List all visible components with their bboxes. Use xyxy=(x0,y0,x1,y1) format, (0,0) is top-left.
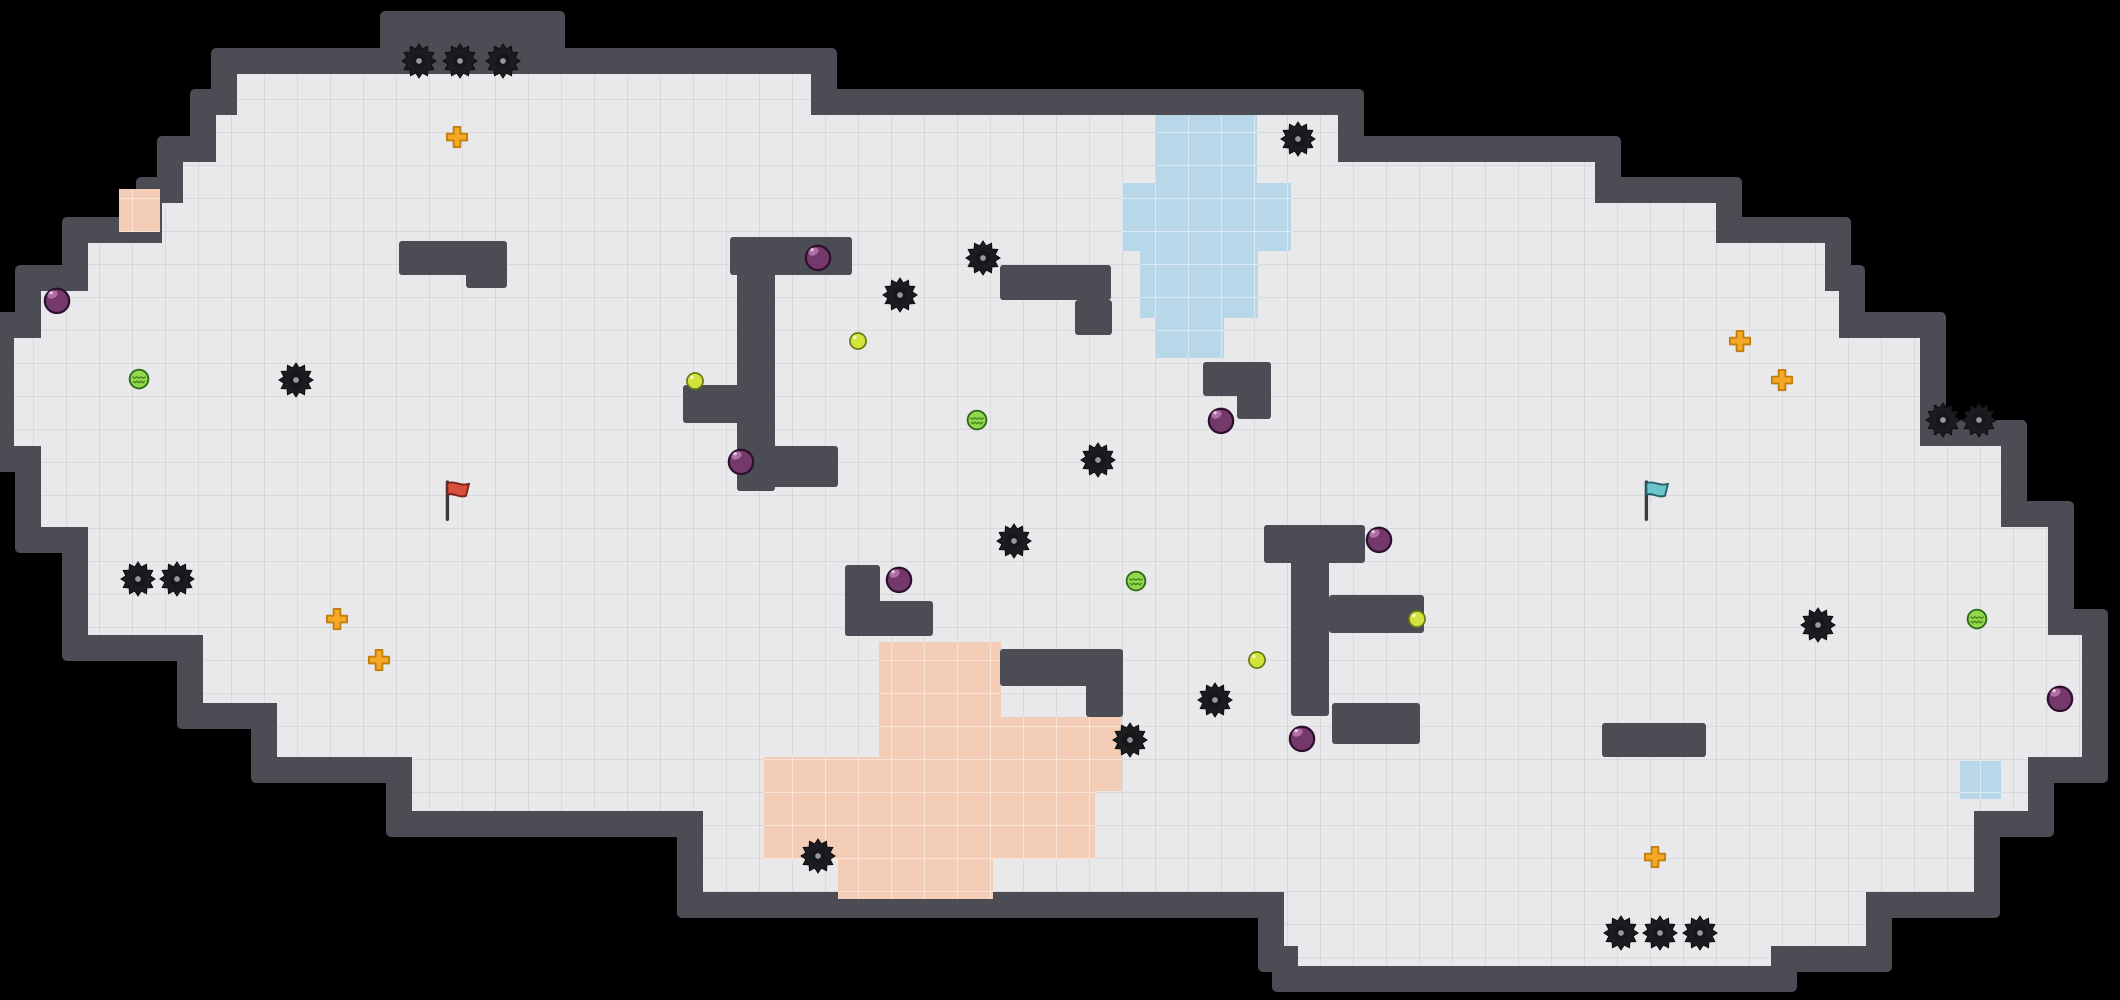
inner-wall xyxy=(1332,703,1420,744)
floor-tiles xyxy=(183,162,1595,203)
blue-tile-patch xyxy=(1960,761,2001,799)
inner-wall xyxy=(1329,595,1424,633)
floor-tiles xyxy=(88,527,2048,635)
floor-tiles xyxy=(88,243,1825,291)
inner-wall xyxy=(683,385,740,423)
peach-tile-patch xyxy=(879,642,1001,757)
inner-wall xyxy=(1291,554,1329,716)
inner-wall xyxy=(1237,362,1271,419)
floor-tiles xyxy=(1298,946,1771,966)
blue-tile-patch xyxy=(1156,115,1257,183)
inner-wall xyxy=(1602,723,1706,757)
floor-tiles xyxy=(162,203,1716,243)
floor-tiles xyxy=(237,74,811,115)
peach-tile-patch xyxy=(119,189,160,232)
peach-tile-patch xyxy=(838,859,993,899)
inner-wall xyxy=(1000,265,1111,300)
inner-wall xyxy=(466,268,507,288)
inner-wall xyxy=(1086,649,1123,717)
wall-block xyxy=(380,11,565,74)
floor-tiles xyxy=(41,291,1839,338)
blue-tile-patch xyxy=(1156,318,1224,358)
floor-tiles xyxy=(14,338,1920,446)
inner-wall xyxy=(845,601,933,636)
floor-tiles xyxy=(41,446,2001,527)
blue-tile-patch xyxy=(1122,183,1291,251)
floor-tiles xyxy=(277,703,2082,757)
inner-wall xyxy=(1075,300,1112,335)
peach-tile-patch xyxy=(764,757,1095,859)
floor-tiles xyxy=(412,757,2028,811)
blue-tile-patch xyxy=(1140,250,1258,318)
floor-tiles xyxy=(203,635,2082,703)
floor-tiles xyxy=(1284,892,1866,946)
floor-tiles xyxy=(216,115,1338,162)
inner-wall xyxy=(764,446,838,487)
